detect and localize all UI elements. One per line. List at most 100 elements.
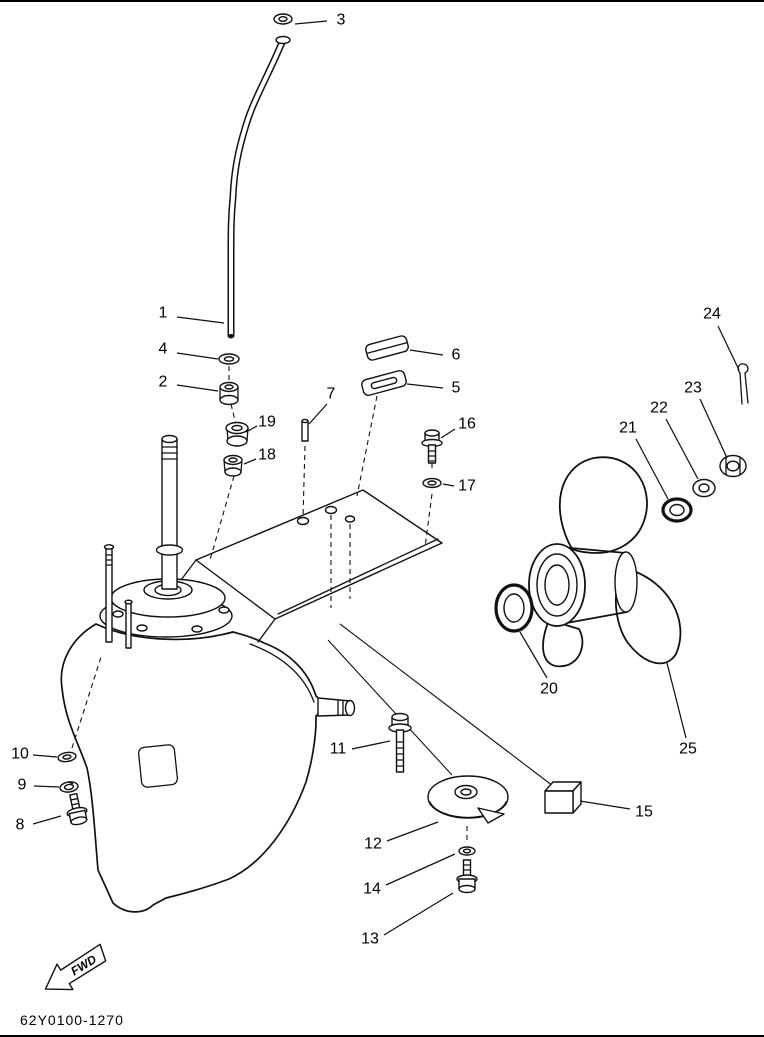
- pin-part-7: [301, 418, 309, 442]
- callout-label-7: 7: [327, 386, 336, 403]
- drive-shaft: [155, 434, 184, 590]
- bolt-part-16: [421, 429, 443, 464]
- cap-bolt-boss: [218, 606, 230, 614]
- callout-leader-21: [635, 438, 669, 500]
- callout-label-4: 4: [159, 341, 168, 358]
- water-intake-grate: [137, 744, 179, 788]
- prop-nut-part-23: [719, 454, 747, 478]
- cap-bolt-boss: [136, 624, 148, 632]
- trim-tab-fin: [477, 807, 505, 824]
- callout-leader-6: [409, 349, 444, 356]
- callout-label-17: 17: [458, 478, 476, 495]
- gear-housing: [60, 623, 356, 913]
- construction-lines: [327, 623, 558, 790]
- propeller: [528, 456, 682, 668]
- washer-part-14: [458, 846, 476, 856]
- callout-label-11: 11: [330, 741, 347, 758]
- callout-label-21: 21: [619, 420, 637, 437]
- propeller-shaft: [317, 697, 356, 717]
- trim-tab-part-12: [427, 775, 509, 824]
- fwd-arrow-icon: FWD: [44, 943, 107, 991]
- callout-label-6: 6: [452, 347, 461, 364]
- callout-leader-22: [665, 418, 699, 480]
- lock-washer-part-9: [59, 781, 79, 793]
- callout-leader-8: [32, 815, 62, 825]
- callout-leader-11: [351, 740, 391, 750]
- callout-label-12: 12: [364, 836, 382, 853]
- callout-leader-14: [385, 853, 456, 886]
- callout-label-22: 22: [650, 400, 668, 417]
- dowel-pin-stud: [124, 599, 133, 649]
- callout-leader-1: [176, 316, 225, 324]
- callout-label-13: 13: [361, 931, 379, 948]
- bushing-part-19: [225, 421, 249, 447]
- callout-label-23: 23: [684, 380, 702, 397]
- callout-leader-13: [383, 892, 454, 936]
- callout-leader-18: [243, 458, 257, 465]
- shift-shaft-stud: [103, 544, 115, 643]
- propeller-blade-lower: [542, 619, 584, 668]
- rubber-mount-part-6: [365, 335, 409, 361]
- bushing-part-18: [223, 454, 243, 477]
- callout-leader-9: [33, 785, 60, 788]
- diagram-code: 62Y0100-1270: [20, 1012, 124, 1028]
- flange-plate-face: [195, 489, 443, 620]
- flange-plate-thickness: [277, 538, 439, 615]
- flange-bolt-hole: [296, 516, 310, 526]
- grommet-part-3: [273, 13, 293, 25]
- flange-joint-line-right: [257, 618, 276, 643]
- shift-rod-top-end: [275, 35, 291, 45]
- callout-label-9: 9: [18, 777, 27, 794]
- mating-flange-plate: [177, 489, 443, 643]
- callout-leader-15: [579, 800, 631, 810]
- callout-label-19: 19: [258, 414, 276, 431]
- assembly-axes: [71, 366, 468, 869]
- bolt-part-13: [456, 859, 478, 894]
- callout-label-16: 16: [458, 416, 476, 433]
- propeller-hub-rear: [614, 551, 638, 613]
- callout-label-20: 20: [540, 681, 558, 698]
- callout-leader-24: [717, 325, 740, 371]
- thrust-washer-part-20: [494, 583, 534, 633]
- callout-label-18: 18: [258, 447, 276, 464]
- shift-rod-tip: [227, 334, 235, 338]
- spacer-part-21: [661, 497, 693, 523]
- propeller-blade-top: [559, 456, 648, 554]
- cap-bolt-boss: [112, 610, 124, 618]
- shift-rod: [227, 35, 291, 339]
- callout-leader-23: [699, 398, 728, 459]
- flange-bolt-hole: [324, 505, 338, 515]
- bushing-part-2: [219, 381, 239, 406]
- washer-part-22: [692, 478, 716, 498]
- cap-bolt-boss: [191, 625, 203, 633]
- callout-leader-19: [245, 425, 258, 433]
- callout-leader-17: [442, 483, 455, 487]
- torpedo-shoulder-line: [249, 643, 315, 703]
- callout-leader-3: [294, 20, 328, 25]
- callout-label-24: 24: [703, 306, 721, 323]
- bolt-part-8: [66, 792, 88, 826]
- washer-part-10: [57, 751, 77, 763]
- callout-leader-5: [406, 383, 444, 389]
- flange-bolt-hole: [344, 515, 356, 523]
- rubber-mount-part-5: [361, 370, 407, 396]
- washer-part-17: [422, 477, 442, 489]
- callout-label-8: 8: [16, 817, 25, 834]
- callout-label-25: 25: [679, 741, 697, 758]
- callout-label-14: 14: [363, 881, 381, 898]
- washer-part-4: [218, 353, 240, 365]
- propeller-bore: [544, 564, 570, 606]
- callout-label-1: 1: [159, 305, 168, 322]
- callout-leader-4: [176, 352, 219, 360]
- callout-leader-12: [386, 821, 439, 842]
- callout-label-10: 10: [11, 746, 29, 763]
- callout-label-5: 5: [452, 380, 461, 397]
- callout-leader-20: [519, 631, 548, 679]
- callout-leader-10: [32, 754, 58, 758]
- anode-part-15: [544, 781, 582, 814]
- bolt-part-11: [388, 712, 412, 773]
- parts-layer: [57, 335, 749, 894]
- callout-leader-16: [440, 428, 456, 439]
